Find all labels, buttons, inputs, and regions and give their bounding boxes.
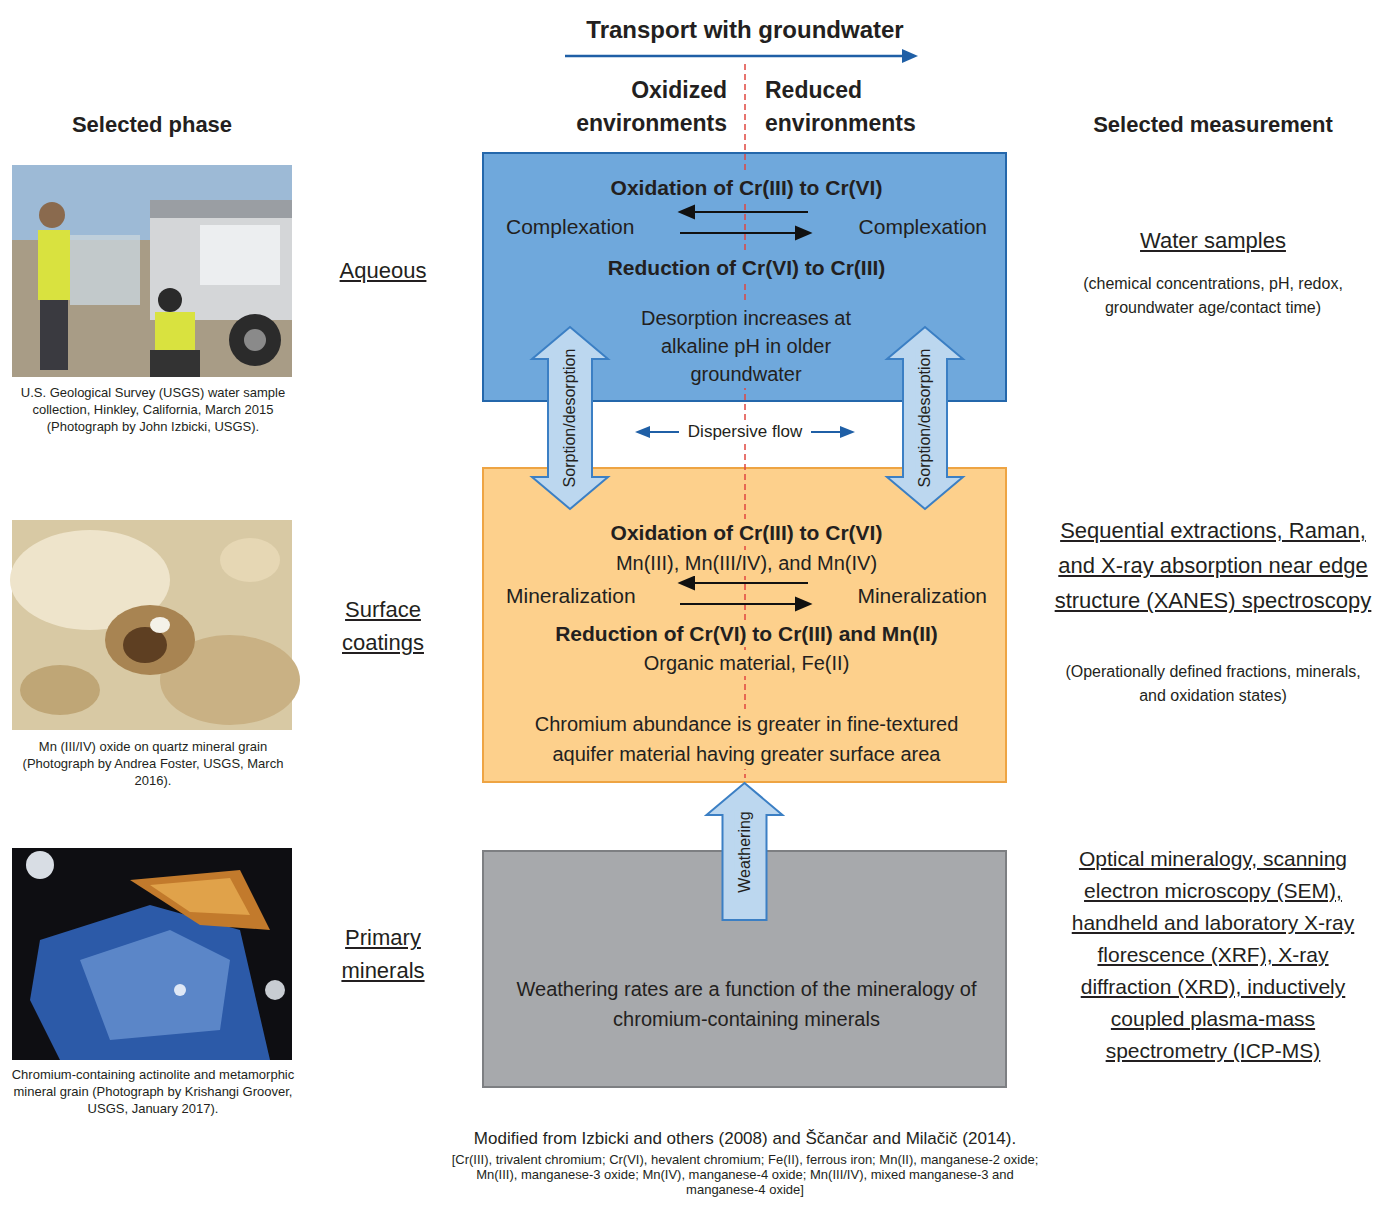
box-text: Chromium abundance is greater in fine-te… (506, 709, 987, 769)
phase-label-slot: Aqueous (318, 256, 448, 285)
measurement-label-slot: Sequential extractions, Raman, and X-ray… (1052, 513, 1374, 618)
measurement-note-slot: (Operationally defined fractions, minera… (1058, 660, 1368, 708)
box-text-slot: Mineralization (837, 582, 987, 609)
box-text-slot: Organic material, Fe(II) (494, 650, 999, 676)
environment-heading-slot: Reduced environments (765, 74, 952, 140)
edge-label: Weathering (734, 811, 754, 893)
box-text: Complexation (837, 213, 987, 240)
measurement-note: (Operationally defined fractions, minera… (1058, 660, 1368, 708)
photo-caption-slot: Mn (III/IV) oxide on quartz mineral grai… (8, 738, 298, 789)
source-caption: Modified from Izbicki and others (2008) … (440, 1128, 1050, 1150)
photo-caption: Chromium-containing actinolite and metam… (8, 1066, 298, 1117)
box-text: Desorption increases at alkaline pH in o… (616, 304, 876, 388)
box-heading-slot: Oxidation of Cr(III) to Cr(VI) (494, 519, 999, 546)
edge-label-slot: Sorption/desorption (856, 408, 995, 428)
source-caption-slot: Modified from Izbicki and others (2008) … (440, 1128, 1050, 1150)
box-text: Mineralization (837, 582, 987, 609)
box-text: Organic material, Fe(II) (494, 650, 999, 676)
environment-heading: Oxidized environments (540, 74, 727, 140)
edge-label: Sorption/desorption (560, 349, 580, 488)
phase-label-slot: Surface coatings (318, 593, 448, 659)
box-text-slot: Reduction of Cr(VI) to Cr(III) (494, 254, 999, 281)
column-heading: Selected measurement (1050, 110, 1376, 139)
photo-caption: Mn (III/IV) oxide on quartz mineral grai… (8, 738, 298, 789)
box-text-slot: Complexation (837, 213, 987, 240)
measurement-note: (chemical concentrations, pH, redox, gro… (1058, 272, 1368, 320)
photo-caption: U.S. Geological Survey (USGS) water samp… (8, 384, 298, 435)
box-text-slot: Mn(III), Mn(III/IV), and Mn(IV) (494, 550, 999, 576)
mineral-coating-photo (10, 520, 300, 730)
block-arrow (887, 327, 963, 509)
box-text-slot: Complexation (506, 213, 656, 240)
phase-label: Primary minerals (318, 921, 448, 987)
environment-heading-slot: Oxidized environments (540, 74, 727, 140)
box-text-slot: Desorption increases at alkaline pH in o… (616, 304, 876, 388)
box-heading-slot: Weathering rates are a function of the m… (504, 974, 989, 1034)
measurement-label: Sequential extractions, Raman, and X-ray… (1052, 513, 1374, 618)
box-text-slot: Chromium abundance is greater in fine-te… (506, 709, 987, 769)
photo-caption-slot: Chromium-containing actinolite and metam… (8, 1066, 298, 1117)
measurement-note-slot: (chemical concentrations, pH, redox, gro… (1058, 272, 1368, 320)
column-heading: Selected phase (12, 110, 292, 139)
box-text: Reduction of Cr(VI) to Cr(III) and Mn(II… (494, 620, 999, 647)
edge-label-slot: Weathering (704, 842, 786, 862)
column-heading-slot: Selected phase (12, 110, 292, 139)
box-text: Reduction of Cr(VI) to Cr(III) (494, 254, 999, 281)
abbreviation-note: [Cr(III), trivalent chromium; Cr(VI), he… (440, 1152, 1050, 1197)
mineral-grain-photo (12, 848, 292, 1060)
measurement-label-slot: Water samples (1050, 226, 1376, 255)
box-text: Mineralization (506, 582, 656, 609)
flow-label: Dispersive flow (679, 421, 811, 443)
box-text-slot: Reduction of Cr(VI) to Cr(III) and Mn(II… (494, 620, 999, 647)
arrow-head (840, 426, 855, 438)
box-text: Mn(III), Mn(III/IV), and Mn(IV) (494, 550, 999, 576)
flow-label-slot: Dispersive flow (679, 421, 811, 443)
measurement-label: Optical mineralogy, scanning electron mi… (1050, 843, 1376, 1067)
phase-label: Aqueous (318, 256, 448, 285)
transport-arrow (565, 55, 904, 58)
arrow-head (635, 426, 650, 438)
abbreviation-note-slot: [Cr(III), trivalent chromium; Cr(VI), he… (440, 1152, 1050, 1197)
diagram-title: Transport with groundwater (520, 14, 970, 45)
measurement-label-slot: Optical mineralogy, scanning electron mi… (1050, 843, 1376, 1067)
phase-label-slot: Primary minerals (318, 921, 448, 987)
block-arrow (532, 327, 608, 509)
diagram-title-slot: Transport with groundwater (520, 14, 970, 45)
edge-label: Sorption/desorption (915, 349, 935, 488)
box-heading-slot: Oxidation of Cr(III) to Cr(VI) (494, 174, 999, 201)
box-heading: Oxidation of Cr(III) to Cr(VI) (494, 519, 999, 546)
box-heading: Weathering rates are a function of the m… (504, 974, 989, 1034)
edge-label-slot: Sorption/desorption (501, 408, 640, 428)
column-heading-slot: Selected measurement (1050, 110, 1376, 139)
measurement-label: Water samples (1050, 226, 1376, 255)
box-text-slot: Mineralization (506, 582, 656, 609)
photo-caption-slot: U.S. Geological Survey (USGS) water samp… (8, 384, 298, 435)
field-photo (12, 165, 292, 377)
box-heading: Oxidation of Cr(III) to Cr(VI) (494, 174, 999, 201)
phase-label: Surface coatings (318, 593, 448, 659)
environment-heading: Reduced environments (765, 74, 952, 140)
arrow-head (902, 49, 918, 63)
box-text: Complexation (506, 213, 656, 240)
